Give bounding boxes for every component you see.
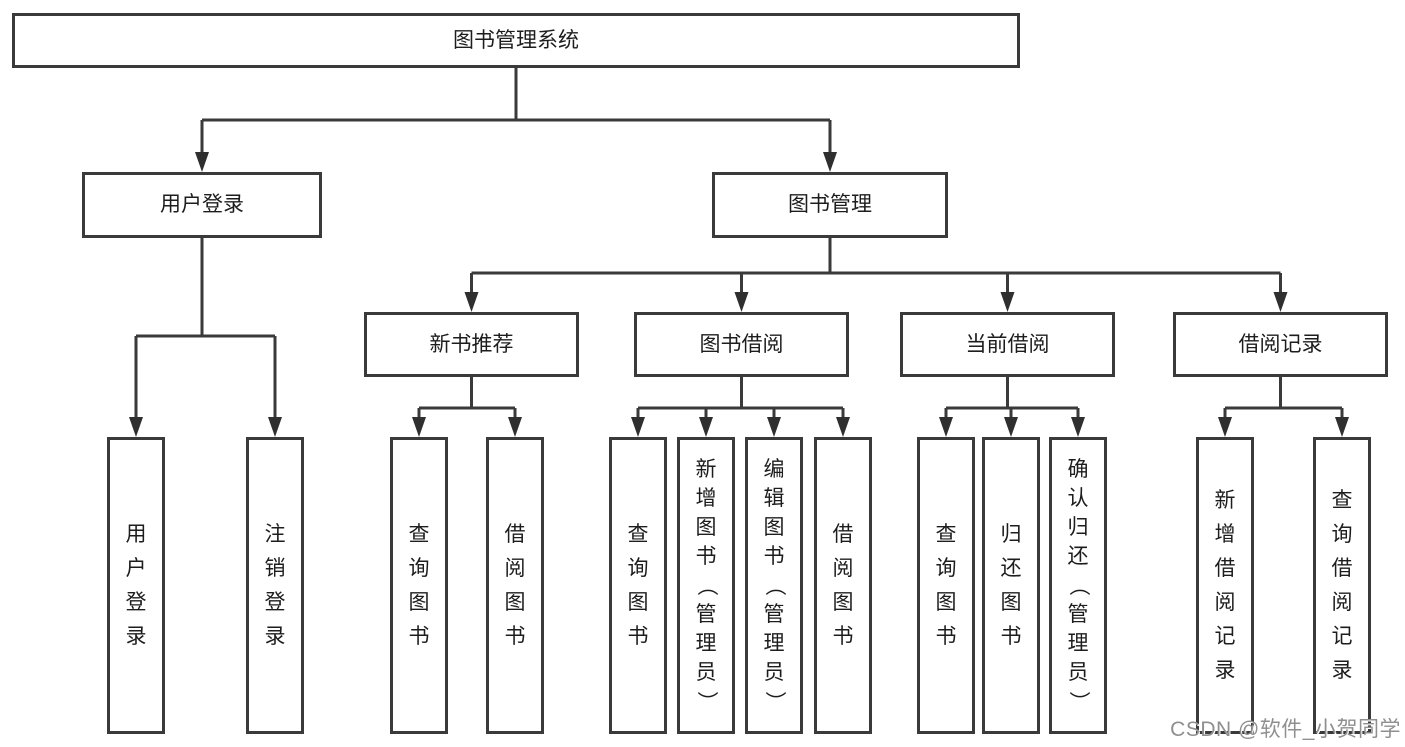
leaf-logout: 注销登录 xyxy=(246,437,304,734)
node-label: 注销登录 xyxy=(264,523,286,648)
node-label: 图书管理 xyxy=(788,193,872,217)
leaf-query-books-recommend: 查询图书 xyxy=(390,437,448,734)
leaf-confirm-return-admin: 确认归还（管理员） xyxy=(1049,437,1107,734)
leaf-add-books-admin: 新增图书（管理员） xyxy=(677,437,735,734)
node-label: 借阅图书 xyxy=(504,523,526,648)
leaf-borrow-books-borrowing: 借阅图书 xyxy=(814,437,872,734)
node-label: 借阅图书 xyxy=(832,523,854,648)
node-label: 确认归还（管理员） xyxy=(1066,458,1090,712)
leaf-borrow-books-recommend: 借阅图书 xyxy=(486,437,544,734)
leaf-add-borrow-record: 新增借阅记录 xyxy=(1196,437,1254,734)
leaf-return-books: 归还图书 xyxy=(982,437,1040,734)
node-label: 新增借阅记录 xyxy=(1214,489,1236,682)
leaf-edit-books-admin: 编辑图书（管理员） xyxy=(745,437,803,734)
connector-root-to-level2 xyxy=(200,68,832,154)
node-label: 新书推荐 xyxy=(429,332,514,356)
leaf-query-books-borrowing: 查询图书 xyxy=(609,437,667,734)
connector-current-to-leaves xyxy=(944,377,1080,419)
csdn-watermark: CSDN @软件_小贺同学 xyxy=(1170,718,1401,741)
connector-records-to-leaves xyxy=(1223,377,1344,419)
connector-userlogin-to-leaves xyxy=(134,238,277,419)
arrowheads xyxy=(129,152,1349,437)
node-new-book-recommend: 新书推荐 xyxy=(364,312,579,377)
node-book-borrowing: 图书借阅 xyxy=(634,312,849,377)
node-user-login: 用户登录 xyxy=(82,172,322,238)
node-label: 新增图书（管理员） xyxy=(694,458,718,712)
node-root-system: 图书管理系统 xyxy=(12,13,1020,68)
connector-newbook-to-leaves xyxy=(417,377,517,419)
node-label: 归还图书 xyxy=(1000,523,1022,648)
node-borrowing-records: 借阅记录 xyxy=(1173,312,1388,377)
node-label: 查询图书 xyxy=(935,523,957,648)
node-label: 编辑图书（管理员） xyxy=(762,458,786,712)
leaf-query-books-current: 查询图书 xyxy=(917,437,975,734)
connector-bookmgmt-to-level3 xyxy=(470,238,1282,294)
node-label: 图书管理系统 xyxy=(453,28,579,52)
connector-borrowing-to-leaves xyxy=(636,377,845,419)
node-label: 用户登录 xyxy=(125,523,147,648)
node-book-management: 图书管理 xyxy=(712,172,948,238)
node-label: 查询借阅记录 xyxy=(1331,489,1353,682)
node-label: 用户登录 xyxy=(160,193,244,217)
node-label: 借阅记录 xyxy=(1238,332,1323,356)
leaf-query-borrow-record: 查询借阅记录 xyxy=(1313,437,1371,734)
node-label: 图书借阅 xyxy=(699,332,784,356)
node-label: 当前借阅 xyxy=(965,332,1050,356)
leaf-user-login: 用户登录 xyxy=(107,437,165,734)
node-label: 查询图书 xyxy=(408,523,430,648)
node-label: 查询图书 xyxy=(627,523,649,648)
node-current-borrowing: 当前借阅 xyxy=(900,312,1115,377)
